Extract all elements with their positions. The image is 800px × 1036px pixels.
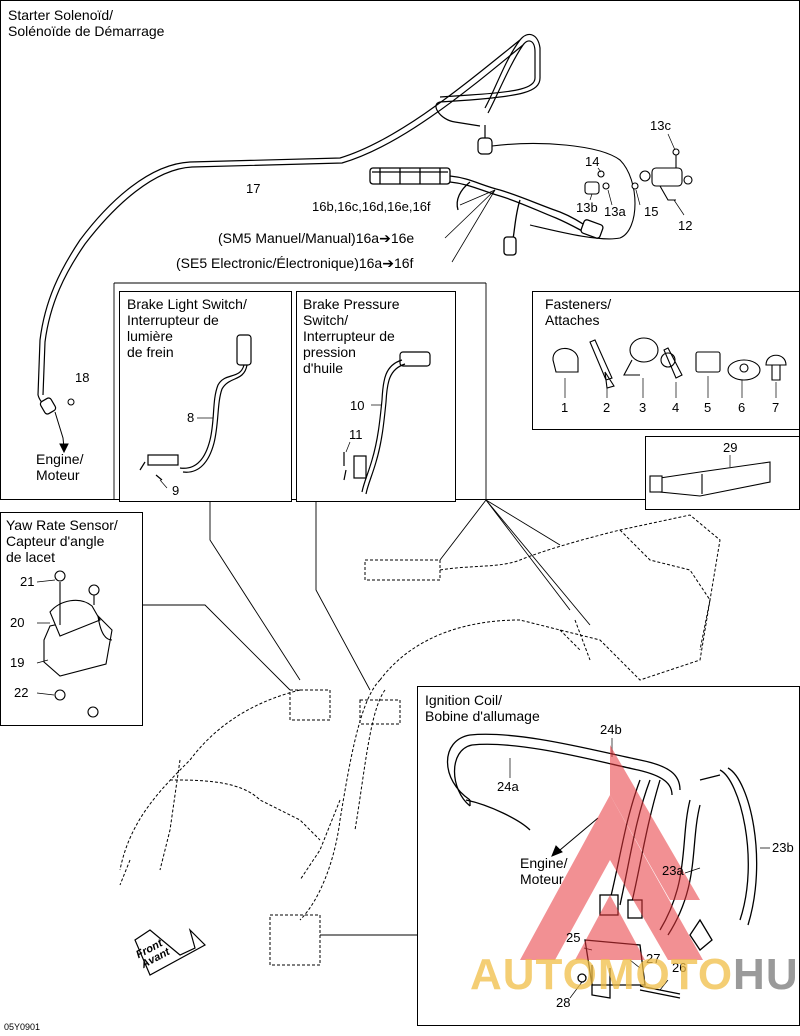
fastener-num-5: 5	[704, 400, 712, 415]
callout-15: 15	[644, 204, 659, 219]
starter-engine-en: Engine/	[36, 451, 84, 467]
watermark-triangle	[520, 745, 703, 960]
fasteners-title-2: Attaches	[545, 312, 600, 328]
callout-29: 29	[723, 440, 738, 455]
starter-title-en: Starter Solenoïd/	[8, 7, 114, 23]
brake-light-switch-panel	[119, 291, 292, 502]
brake-pressure-switch-panel	[296, 291, 456, 502]
callout-9: 9	[172, 483, 180, 498]
brake-light-title-2: Interrupteur de	[127, 312, 219, 328]
callout-28: 28	[556, 995, 571, 1010]
callout-24b: 24b	[600, 722, 622, 737]
callout-19: 19	[10, 655, 25, 670]
leader-16a-sm5	[444, 189, 496, 239]
callout-12: 12	[678, 218, 693, 233]
callout-24a: 24a	[497, 779, 519, 794]
leader-11	[345, 441, 351, 453]
fastener-num-3: 3	[639, 400, 647, 415]
fasteners-items	[552, 337, 787, 389]
leader-15	[635, 189, 641, 206]
brake-pressure-title-1: Brake Pressure	[303, 296, 400, 312]
callout-17: 17	[246, 181, 261, 196]
main-harness-dashed	[119, 514, 721, 966]
starter-title-fr: Solénoïde de Démarrage	[8, 23, 165, 39]
ignition-title-1: Ignition Coil/	[425, 692, 503, 708]
yaw-title-3: de lacet	[6, 549, 56, 565]
yaw-title-2: Capteur d'angle	[6, 533, 105, 549]
sm5-note: (SM5 Manuel/Manual)16a➔16e	[218, 230, 415, 246]
engine-arrow-head-starter	[59, 443, 69, 454]
engine-arrow-starter	[54, 411, 65, 449]
yaw-title-1: Yaw Rate Sensor/	[6, 517, 118, 533]
callout-21: 21	[20, 574, 35, 589]
brake-light-title-1: Brake Light Switch/	[127, 296, 247, 312]
leader-12	[673, 199, 685, 216]
callout-20: 20	[10, 615, 25, 630]
fastener-num-6: 6	[738, 400, 746, 415]
ignition-engine-fr: Moteur	[520, 871, 564, 887]
starter-solenoid	[584, 148, 693, 201]
callout-13c: 13c	[650, 118, 671, 133]
callout-13a: 13a	[604, 204, 626, 219]
drawing-code: 05Y0901	[4, 1022, 41, 1032]
callout-14: 14	[585, 154, 600, 169]
starter-engine-fr: Moteur	[36, 467, 80, 483]
compound-tube-29	[649, 461, 771, 497]
nut-18	[67, 398, 75, 406]
solenoid-cable	[491, 142, 636, 240]
ignition-engine-en: Engine/	[520, 855, 568, 871]
yaw-leaders	[36, 579, 56, 696]
fastener-num-2: 2	[603, 400, 611, 415]
callout-10: 10	[350, 398, 365, 413]
leader-14	[597, 167, 602, 173]
watermark-part2: HUB	[733, 950, 800, 999]
watermark-part1: AUTOMOTO	[470, 950, 734, 999]
fastener-num-4: 4	[672, 400, 680, 415]
leader-9	[159, 479, 168, 489]
leader-13a	[607, 189, 613, 206]
callout-18: 18	[75, 370, 90, 385]
callout-23a: 23a	[662, 863, 684, 878]
callout-lines	[113, 282, 591, 936]
brake-light-title-4: de frein	[127, 344, 174, 360]
brake-light-title-3: lumière	[127, 328, 173, 344]
fastener-num-7: 7	[772, 400, 780, 415]
callout-22: 22	[14, 685, 29, 700]
fasteners-title-1: Fasteners/	[545, 296, 612, 312]
brake-light-switch	[139, 334, 252, 481]
se5-note: (SE5 Electronic/Électronique)16a➔16f	[176, 255, 414, 271]
harness-16	[369, 167, 604, 256]
leader-16a-se5	[451, 189, 496, 263]
brake-pressure-title-5: d'huile	[303, 360, 344, 376]
callout-23b: 23b	[772, 840, 794, 855]
brake-pressure-title-2: Switch/	[303, 312, 349, 328]
brake-pressure-title-3: Interrupteur de	[303, 328, 395, 344]
engine-arrow-ignition	[559, 817, 599, 851]
callout-8: 8	[187, 410, 195, 425]
leader-16	[459, 189, 496, 206]
brake-pressure-title-4: pression	[303, 344, 356, 360]
front-arrow-shape	[134, 927, 206, 976]
callout-25: 25	[566, 930, 581, 945]
callout-11: 11	[349, 427, 363, 442]
leader-13b	[589, 193, 593, 201]
fastener-leaders	[564, 376, 777, 398]
callout-26: 26	[672, 960, 687, 975]
callout-27: 27	[646, 951, 661, 966]
engine-arrow-head-ignition	[551, 845, 563, 857]
fastener-num-1: 1	[561, 400, 569, 415]
callout-16: 16b,16c,16d,16e,16f	[312, 199, 431, 214]
watermark-text: AUTOMOTOHUB	[470, 950, 800, 1000]
brake-pressure-switch	[343, 351, 431, 495]
leader-13c	[667, 133, 676, 151]
ignition-title-2: Bobine d'allumage	[425, 708, 540, 724]
starter-cable-17	[37, 33, 541, 415]
yaw-rate-sensor	[43, 570, 113, 718]
callout-13b: 13b	[576, 200, 598, 215]
